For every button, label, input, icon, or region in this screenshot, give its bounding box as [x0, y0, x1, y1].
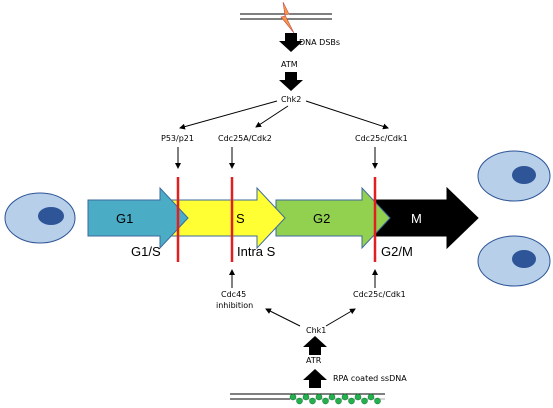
rpa-bead: [348, 397, 355, 405]
phase-s-label: S: [236, 211, 245, 226]
rpa-bead: [328, 393, 336, 401]
p53-p21-label: P53/p21: [161, 134, 194, 143]
rpa-bead: [289, 393, 297, 401]
rpa-ssdna-label: RPA coated ssDNA: [333, 374, 407, 383]
thick-arrow-to-chk2: [279, 72, 303, 91]
rpa-bead: [361, 397, 368, 405]
phase-g1-label: G1: [116, 211, 133, 226]
lightning-bolt-icon: [280, 1, 295, 34]
cdc45-inhibition-label: inhibition: [216, 301, 253, 310]
cell-right-bottom: [477, 235, 551, 287]
dna-dsbs-label: DNA DSBs: [299, 38, 340, 47]
thick-arrow-to-atr: [303, 369, 327, 388]
cell-left: [4, 192, 76, 244]
atm-label: ATM: [281, 60, 298, 69]
chk2-label: Chk2: [281, 95, 301, 104]
rpa-bead: [367, 393, 375, 401]
nucleus-icon: [512, 166, 536, 184]
rpa-bead: [335, 397, 342, 405]
cdc25c-cdk1-top-label: Cdc25c/Cdk1: [355, 134, 408, 143]
thick-arrow-to-atm: [279, 33, 303, 52]
phase-arrow-s: [169, 186, 286, 250]
chk1-label: Chk1: [306, 326, 326, 335]
rpa-bead: [322, 397, 329, 405]
cdc25a-cdk2-label: Cdc25A/Cdk2: [218, 134, 272, 143]
atr-label: ATR: [306, 356, 322, 365]
nucleus-icon: [512, 250, 536, 268]
checkpoint-g2m-label: G2/M: [381, 244, 413, 259]
arrow-chk2-to-cdc25c: [305, 100, 389, 130]
rpa-protein-beads: [289, 393, 381, 405]
checkpoint-g1s-label: G1/S: [131, 244, 161, 259]
rpa-bead: [341, 393, 349, 401]
phase-arrow-g2: [275, 186, 391, 250]
arrow-chk1-to-cdc45: [265, 308, 301, 327]
checkpoint-intras-label: Intra S: [237, 244, 276, 259]
cdc25c-cdk1-bottom-label: Cdc25c/Cdk1: [353, 290, 406, 299]
arrow-chk1-to-cdc25c: [325, 308, 356, 327]
phase-m-label: M: [411, 211, 422, 226]
cell-right-top: [477, 150, 551, 202]
phase-arrow-g1: [87, 186, 189, 250]
nucleus-icon: [38, 207, 64, 225]
thick-arrow-to-chk1: [303, 336, 327, 355]
cdc45-label: Cdc45: [221, 290, 246, 299]
phase-g2-label: G2: [313, 211, 330, 226]
rpa-bead: [309, 397, 316, 405]
arrow-chk2-to-p53: [179, 100, 278, 130]
rpa-bead: [374, 397, 381, 405]
rpa-bead: [315, 393, 323, 401]
rpa-bead: [354, 393, 362, 401]
rpa-bead: [296, 397, 303, 405]
arrow-chk2-to-cdc25a: [255, 105, 289, 128]
rpa-bead: [302, 393, 310, 401]
